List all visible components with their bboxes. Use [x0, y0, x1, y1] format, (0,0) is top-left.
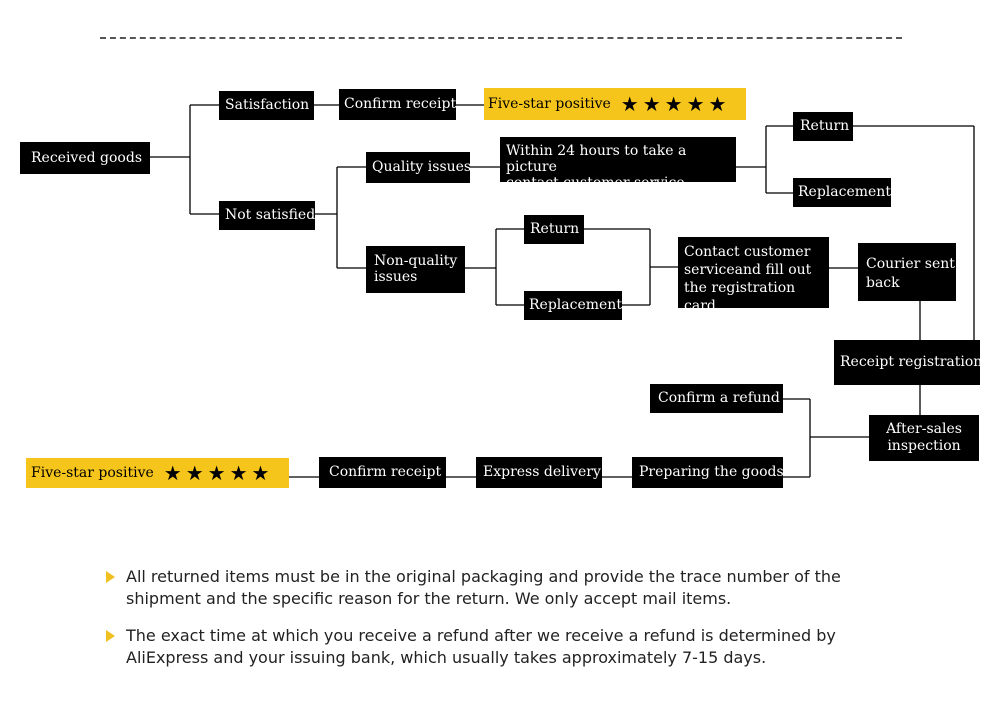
- star-icon: ★: [185, 461, 204, 485]
- dashed-separator: [100, 37, 902, 39]
- quality-issues-label: Quality issues: [372, 159, 472, 175]
- notes-list: All returned items must be in the origin…: [104, 566, 904, 684]
- five-star-rating-bottom: ★ ★ ★ ★ ★: [164, 463, 270, 483]
- contact-cs-line-3: the registration card: [684, 280, 796, 314]
- five-star-top-banner: Five-star positive ★ ★ ★ ★ ★: [484, 88, 746, 120]
- express-delivery-box: Express delivery: [476, 457, 602, 488]
- confirm-receipt-bottom-box: Confirm receipt: [319, 457, 446, 488]
- replacement-mid-box: Replacement: [524, 291, 622, 320]
- satisfaction-box: Satisfaction: [219, 91, 314, 120]
- contact-cs-line-2: serviceand fill out: [684, 262, 812, 278]
- within-24-hours-box: Within 24 hours to take a picture contac…: [500, 137, 736, 191]
- note-item: The exact time at which you receive a re…: [104, 625, 904, 669]
- five-star-top-label: Five-star positive: [488, 96, 611, 112]
- return-top-label: Return: [800, 118, 850, 134]
- confirm-refund-box: Confirm a refund: [650, 384, 783, 413]
- courier-line-1: Courier sent: [866, 256, 955, 272]
- star-icon: ★: [163, 461, 182, 485]
- after-sales-line-1: After-sales: [886, 421, 962, 437]
- confirm-receipt-top-box: Confirm receipt: [339, 89, 456, 120]
- not-satisfied-label: Not satisfied: [225, 207, 316, 223]
- triangle-bullet-icon: [106, 630, 115, 642]
- contact-cs-line-1: Contact customer: [684, 244, 811, 260]
- confirm-refund-label: Confirm a refund: [658, 390, 780, 406]
- express-delivery-label: Express delivery: [483, 464, 601, 480]
- received-goods-box: Received goods: [20, 142, 150, 174]
- five-star-bottom-label: Five-star positive: [31, 465, 154, 481]
- star-icon: ★: [686, 92, 705, 116]
- five-star-rating-top: ★ ★ ★ ★ ★: [621, 94, 727, 114]
- five-star-bottom-banner: Five-star positive ★ ★ ★ ★ ★: [26, 458, 289, 488]
- star-icon: ★: [620, 92, 639, 116]
- confirm-receipt-top-label: Confirm receipt: [344, 96, 457, 112]
- return-top-box: Return: [793, 112, 853, 141]
- return-mid-label: Return: [530, 221, 580, 237]
- note-item: All returned items must be in the origin…: [104, 566, 904, 610]
- preparing-goods-box: Preparing the goods: [632, 457, 784, 488]
- star-icon: ★: [642, 92, 661, 116]
- star-icon: ★: [251, 461, 270, 485]
- replacement-top-box: Replacement: [793, 178, 891, 207]
- non-quality-issues-box: Non-quality issues: [366, 246, 465, 293]
- note-text: The exact time at which you receive a re…: [126, 626, 836, 667]
- not-satisfied-box: Not satisfied: [219, 201, 315, 230]
- note-text: All returned items must be in the origin…: [126, 567, 841, 608]
- confirm-receipt-bottom-label: Confirm receipt: [329, 464, 442, 480]
- contact-customer-service-box: Contact customer serviceand fill out the…: [678, 237, 829, 314]
- non-quality-line-1: Non-quality: [374, 253, 458, 269]
- courier-line-2: back: [866, 275, 900, 291]
- star-icon: ★: [708, 92, 727, 116]
- triangle-bullet-icon: [106, 571, 115, 583]
- preparing-goods-label: Preparing the goods: [639, 464, 784, 480]
- within-24-line-1: Within 24 hours to take a picture: [506, 143, 687, 175]
- replacement-top-label: Replacement: [798, 184, 891, 200]
- return-mid-box: Return: [524, 215, 584, 244]
- star-icon: ★: [229, 461, 248, 485]
- quality-issues-box: Quality issues: [366, 152, 472, 183]
- star-icon: ★: [664, 92, 683, 116]
- receipt-registration-box: Receipt registration: [834, 340, 983, 385]
- courier-sent-back-box: Courier sent back: [858, 243, 956, 301]
- replacement-mid-label: Replacement: [529, 297, 622, 313]
- after-sales-inspection-box: After-sales inspection: [869, 415, 979, 461]
- received-goods-label: Received goods: [31, 149, 143, 166]
- satisfaction-label: Satisfaction: [225, 97, 310, 113]
- receipt-registration-label: Receipt registration: [840, 354, 983, 370]
- within-24-line-2: contact customer service: [506, 175, 685, 191]
- non-quality-line-2: issues: [374, 269, 418, 285]
- star-icon: ★: [207, 461, 226, 485]
- after-sales-line-2: inspection: [887, 438, 961, 454]
